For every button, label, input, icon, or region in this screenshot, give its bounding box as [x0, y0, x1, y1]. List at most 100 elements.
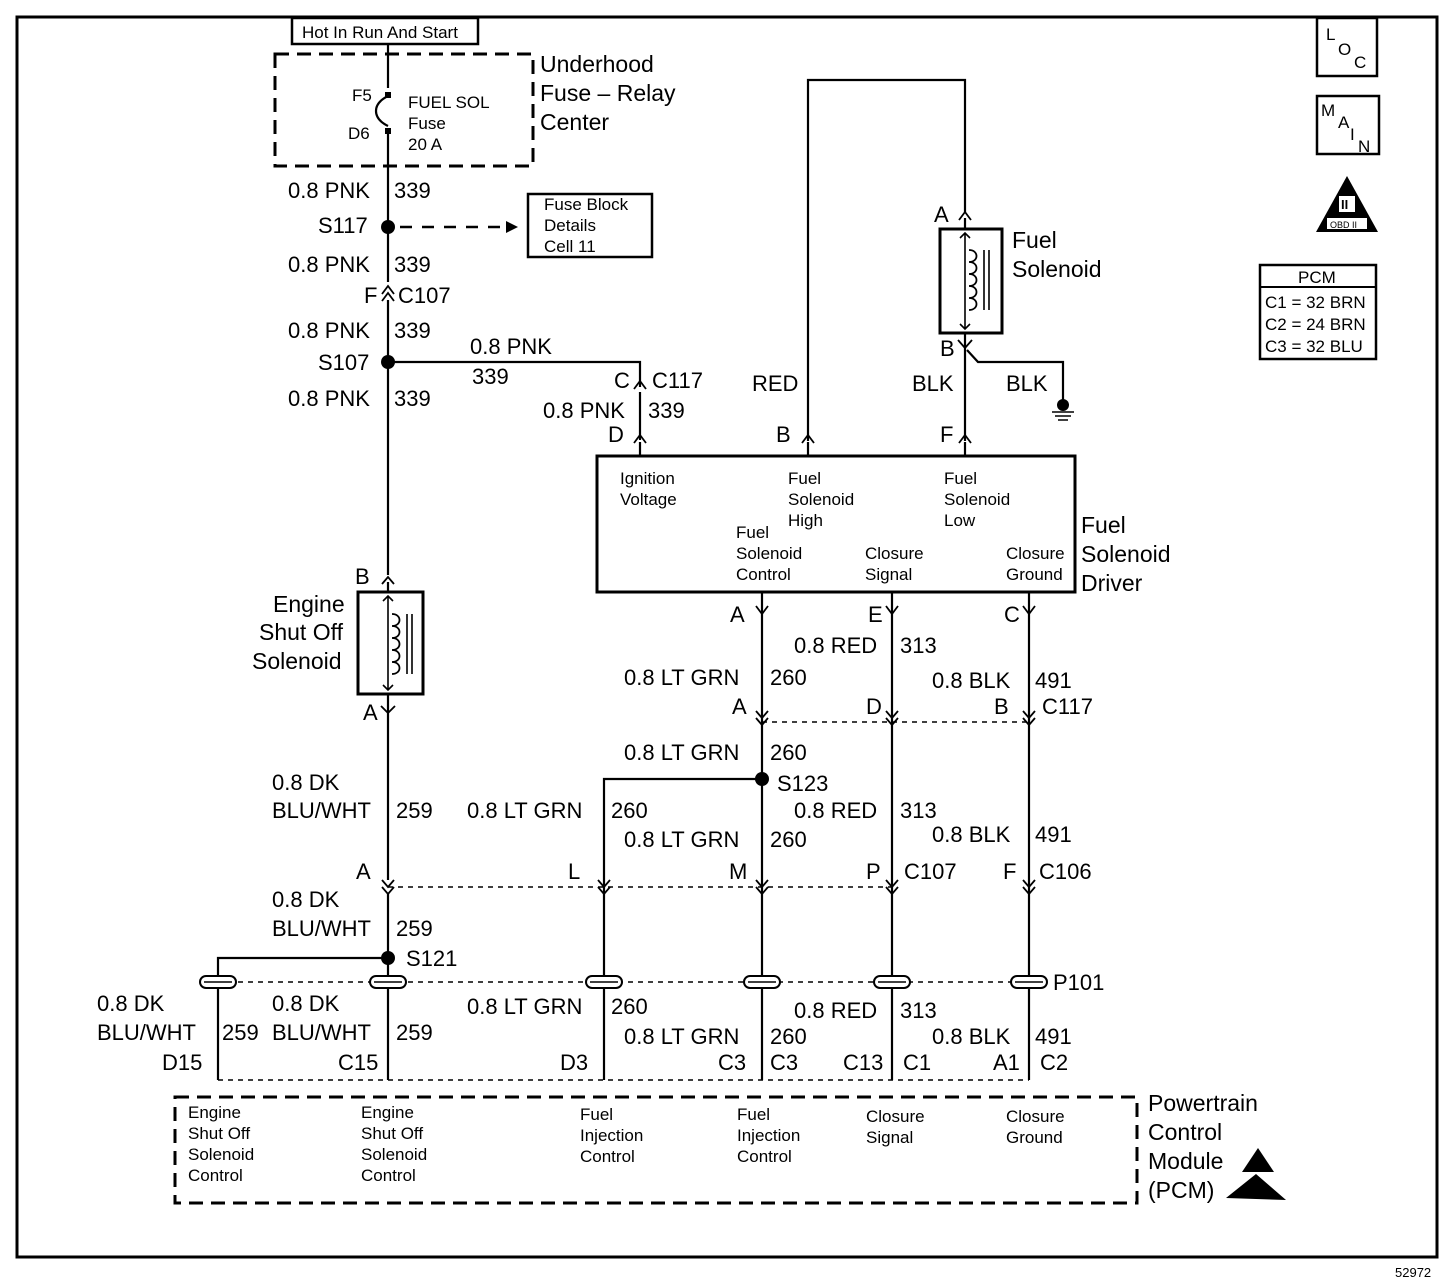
driver-closure-ground-1: Closure [1006, 544, 1065, 563]
fuel-sol-pin-a: A [934, 202, 949, 227]
pcm-t3-2: Injection [580, 1126, 643, 1145]
fuse-symbol-icon [374, 95, 389, 127]
splice-s123-label: S123 [777, 771, 828, 796]
p101-label: P101 [1053, 970, 1104, 995]
fuel-sol-name-2: Solenoid [1012, 256, 1102, 282]
driver-closure-signal-2: Signal [865, 565, 912, 584]
c107-connector-icon [381, 284, 395, 302]
wire-259-color-1c: 0.8 DK [97, 991, 165, 1016]
eso-pin-a: A [363, 700, 378, 725]
driver-control-1: Fuel [736, 523, 769, 542]
driver-pin-e: E [868, 602, 883, 627]
pcm-table-row-1: C1 = 32 BRN [1265, 293, 1366, 312]
fuse-pin-f5: F5 [352, 86, 372, 105]
pcm-pin-c1: C1 [903, 1050, 931, 1075]
wire-339-num-d: 339 [394, 386, 431, 411]
c117-label-bottom: C117 [1042, 694, 1093, 719]
wire-313-num-b: 313 [900, 798, 937, 823]
c107-pin-l: L [568, 859, 580, 884]
c107-pin-p-icon [885, 879, 899, 896]
fuse-block-ref-box [526, 192, 654, 259]
loc-icon-c: C [1354, 53, 1366, 72]
wire-339-branch-color: 0.8 PNK [470, 334, 552, 359]
fuse-block-ref-1: Fuse Block [544, 195, 629, 214]
wire-339-branch [388, 360, 642, 387]
splice-s121-label: S121 [406, 946, 457, 971]
pcm-pin-c2: C2 [1040, 1050, 1068, 1075]
pcm-t4-3: Control [737, 1147, 792, 1166]
wire-259-color-1b: 0.8 DK [272, 887, 340, 912]
driver-pin-f: F [940, 422, 953, 447]
wire-blk-ground [966, 349, 1065, 400]
wire-313-color-b: 0.8 RED [794, 798, 877, 823]
c107-pin-m: M [729, 859, 747, 884]
loc-icon-l: L [1326, 25, 1335, 44]
fuse-name-3: 20 A [408, 135, 443, 154]
pcm-t2-2: Shut Off [361, 1124, 423, 1143]
pcm-table-row-3: C3 = 32 BLU [1265, 337, 1363, 356]
c117-pin-a-icon [755, 710, 769, 727]
wire-339-num-a: 339 [394, 178, 431, 203]
fuse-name-1: FUEL SOL [408, 93, 490, 112]
s117-ref-arrow-icon [506, 221, 518, 233]
wire-491-color-c: 0.8 BLK [932, 1024, 1011, 1049]
driver-box [595, 454, 1077, 594]
fuse-block-ref-3: Cell 11 [544, 237, 596, 256]
wire-259-color-2a: BLU/WHT [272, 798, 371, 823]
pcm-t4-1: Fuel [737, 1105, 770, 1124]
ground-icon [1052, 411, 1074, 421]
main-icon[interactable]: M A I N [1315, 94, 1381, 156]
wire-339-color-c: 0.8 PNK [288, 318, 370, 343]
c107-pin-a: A [356, 859, 371, 884]
pcm-pin-c3-b: C3 [770, 1050, 798, 1075]
wire-491-num-b: 491 [1035, 822, 1072, 847]
wire-259-color-1a: 0.8 DK [272, 770, 340, 795]
fuse-name-2: Fuse [408, 114, 446, 133]
outer-frame [15, 15, 1439, 1259]
c117-pin-d-icon [885, 710, 899, 727]
driver-high-1: Fuel [788, 469, 821, 488]
obd-ii-icon-text: OBD II [1330, 220, 1357, 230]
wire-339-branch-num: 339 [472, 364, 509, 389]
wire-339-color-b: 0.8 PNK [288, 252, 370, 277]
wire-259-num-b: 259 [396, 916, 433, 941]
eso-coil-icon [391, 613, 401, 675]
eso-name-3: Solenoid [252, 648, 342, 674]
c117-connector-c-icon [633, 379, 647, 390]
wire-259-branch [216, 956, 388, 1080]
pcm-pin-c13: C13 [843, 1050, 883, 1075]
wire-260-color-f: 0.8 LT GRN [624, 1024, 739, 1049]
driver-high-3: High [788, 511, 823, 530]
fuel-sol-core-icon [983, 250, 990, 310]
loc-icon[interactable]: L O C [1315, 16, 1379, 78]
main-icon-a: A [1338, 113, 1350, 132]
wire-339-num-b: 339 [394, 252, 431, 277]
wire-339-driver-color: 0.8 PNK [543, 398, 625, 423]
wire-259-num-a: 259 [396, 798, 433, 823]
fuse-terminal-bottom [385, 128, 391, 134]
c117-pin-b-icon [1022, 710, 1036, 727]
pcm-t2-3: Solenoid [361, 1145, 427, 1164]
pcm-t6-2: Ground [1006, 1128, 1063, 1147]
pcm-t1-1: Engine [188, 1103, 241, 1122]
wire-blk-label: BLK [912, 371, 954, 396]
wire-313-num-c: 313 [900, 998, 937, 1023]
splice-s117-label: S117 [318, 213, 368, 238]
eso-solenoid-arrow-icon [382, 594, 394, 692]
ground-dot [1057, 399, 1069, 411]
driver-pin-b: B [776, 422, 791, 447]
pcm-table-box [1258, 263, 1378, 361]
pcm-t3-3: Control [580, 1147, 635, 1166]
c106-label: C106 [1039, 859, 1092, 884]
pcm-name-1: Powertrain [1148, 1090, 1258, 1116]
pcm-t1-4: Control [188, 1166, 243, 1185]
eso-core-icon [406, 614, 413, 674]
fuel-sol-arrow-icon [959, 231, 971, 331]
wire-339-color-a: 0.8 PNK [288, 178, 370, 203]
wire-260-num-d: 260 [770, 827, 807, 852]
eso-pin-a-icon [380, 705, 396, 715]
c106-pin-f-icon [1022, 879, 1036, 896]
wire-339-driver-num: 339 [648, 398, 685, 423]
pcm-pin-d3: D3 [560, 1050, 588, 1075]
wire-491-color-b: 0.8 BLK [932, 822, 1011, 847]
